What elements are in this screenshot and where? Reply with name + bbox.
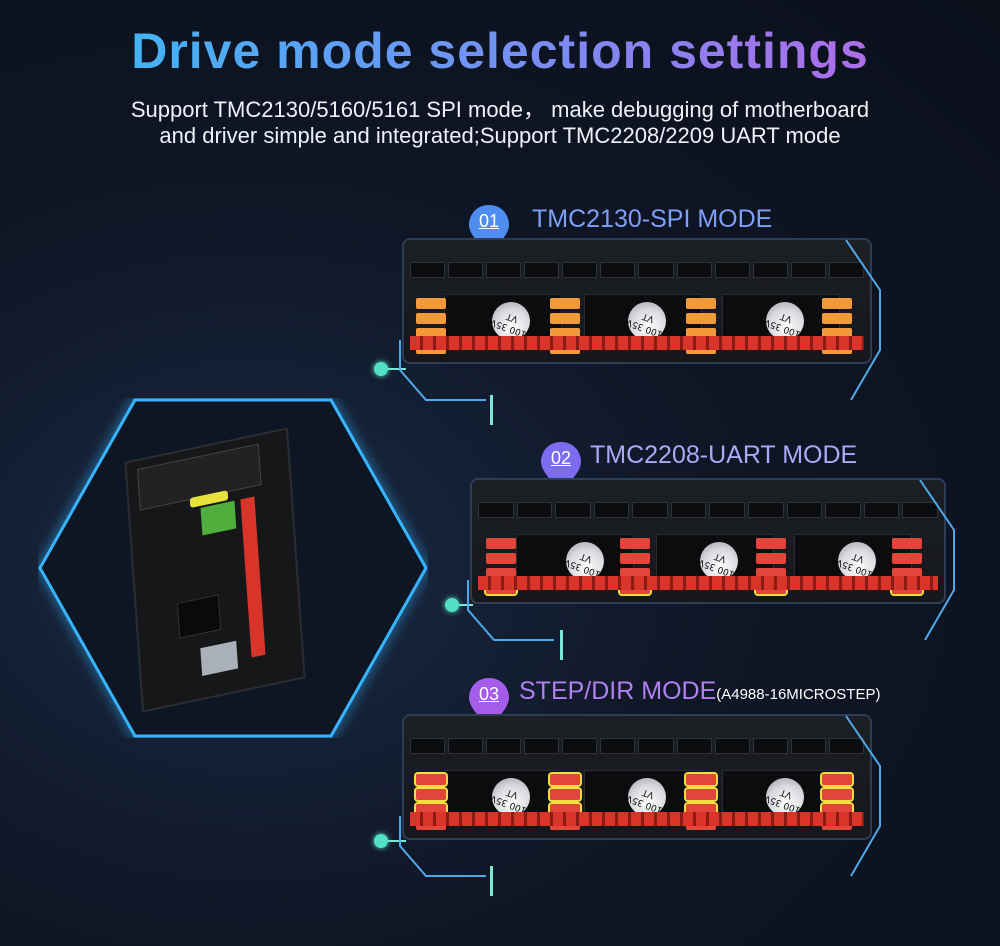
mode-number: 03 (478, 684, 500, 704)
red-pin-rail (478, 576, 938, 590)
frame-bracket-2 (467, 479, 955, 641)
page-title: Drive mode selection settings (0, 22, 1000, 80)
connector-line (459, 604, 473, 606)
board-uart-mode: 100 35V VT 100 35V VT 100 35V VT (470, 478, 946, 604)
mode-label-uart: TMC2208-UART MODE (590, 441, 858, 469)
connector-line (560, 630, 563, 660)
top-header (410, 262, 864, 278)
board-step-dir-mode: 100 35V VT 100 35V VT 100 35V VT (402, 714, 872, 840)
frame-bracket-3 (399, 715, 881, 877)
mainboard-image (124, 427, 306, 713)
connector-dot (374, 834, 388, 848)
mainboard-hexagon (38, 398, 428, 738)
connector-line (388, 368, 406, 370)
red-pin-rail (410, 336, 864, 350)
mode-label-spi: TMC2130-SPI MODE (532, 205, 773, 233)
usb-port (200, 640, 239, 676)
frame-bracket-1 (399, 239, 881, 401)
board-spi-mode: 100 35V VT 100 35V VT 100 35V VT (402, 238, 872, 364)
connector-line (490, 395, 493, 425)
connector-line (388, 840, 406, 842)
red-header (240, 496, 266, 658)
subtitle-line-2: and driver simple and integrated;Support… (159, 123, 841, 148)
top-header (478, 502, 938, 518)
top-header (410, 738, 864, 754)
connector-dot (445, 598, 459, 612)
mcu-chip (176, 594, 222, 639)
mode-note: (A4988-16MICROSTEP) (716, 686, 881, 703)
connector-dot (374, 362, 388, 376)
mode-number: 02 (550, 448, 572, 468)
subtitle-line-1: Support TMC2130/5160/5161 SPI mode， make… (130, 97, 870, 122)
mode-label-step-dir: STEP/DIR MODE(A4988-16MICROSTEP) (519, 677, 881, 705)
mode-number: 01 (478, 211, 500, 231)
red-pin-rail (410, 812, 864, 826)
connector-line (490, 866, 493, 896)
power-terminal (200, 500, 237, 536)
